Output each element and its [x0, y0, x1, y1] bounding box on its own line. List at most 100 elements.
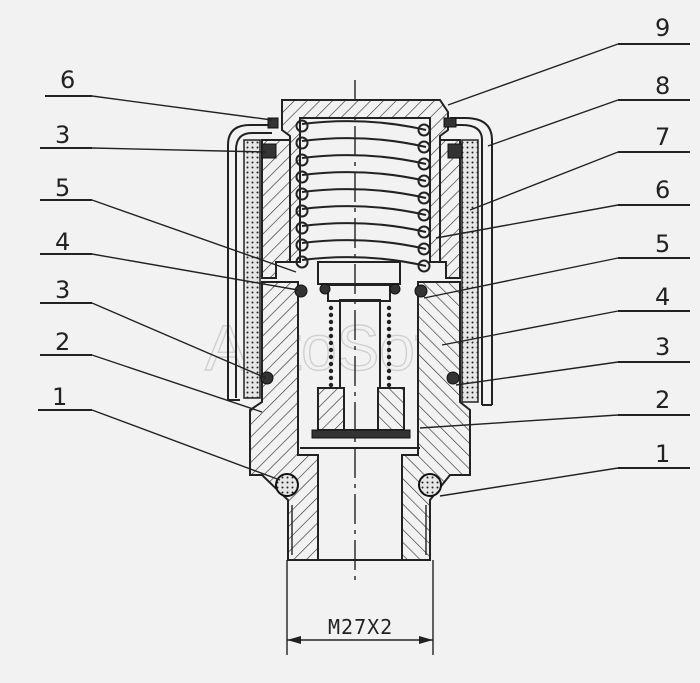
spring-coil [301, 222, 427, 233]
leader-line [439, 467, 619, 497]
label-right-6: 4 [655, 283, 670, 311]
seal-6-left [267, 117, 279, 129]
outer-cover [227, 117, 493, 406]
inner-spring-coil [386, 326, 392, 332]
leader-line [469, 151, 619, 211]
leader-line [455, 361, 619, 386]
leader-line [91, 253, 299, 291]
left-labels: 6 3 5 4 3 2 1 [52, 66, 75, 411]
spring-coil-end [417, 259, 431, 273]
leader-line [441, 310, 619, 346]
spring-coil [301, 154, 427, 165]
leader-line [423, 257, 619, 299]
spring-coil-end [295, 136, 309, 150]
valve-piston [311, 261, 411, 439]
thread-dimension: M27X2 [286, 560, 434, 655]
upper-housing [261, 99, 461, 279]
inner-spring-coil [386, 319, 392, 325]
inner-spring-coil [386, 382, 392, 388]
spring-coil-end [295, 238, 309, 252]
spring-coil-end [295, 204, 309, 218]
spring-coil-end [417, 157, 431, 171]
leader-line [91, 409, 281, 481]
leader-line [91, 199, 297, 273]
label-left-3: 5 [55, 174, 70, 202]
spring-coil [301, 239, 427, 250]
seal-5-left [319, 283, 331, 295]
inner-spring-coil [328, 347, 334, 353]
inner-spring-coil [328, 382, 334, 388]
oring-1-left [275, 473, 299, 497]
inner-spring-coil [386, 368, 392, 374]
inner-spring-coil [328, 375, 334, 381]
leader-line [91, 95, 273, 121]
spring-coil [301, 188, 427, 199]
inner-spring-coil [328, 312, 334, 318]
oring-1-right [418, 473, 442, 497]
spring-coil [301, 137, 427, 148]
inner-spring-coil [386, 312, 392, 318]
label-right-5: 5 [655, 230, 670, 258]
spring-coil [301, 171, 427, 182]
inner-spring-coil [328, 340, 334, 346]
spring-coil-end [417, 140, 431, 154]
leader-line [91, 354, 263, 413]
seal-3-right-bottom [446, 371, 460, 385]
inner-spring-coil [328, 333, 334, 339]
leader-line [419, 414, 619, 429]
leader-line [91, 147, 267, 153]
inner-spring-coil [386, 354, 392, 360]
insulation-right [461, 139, 479, 403]
inner-spring-coil [386, 375, 392, 381]
inner-spring-coil [386, 347, 392, 353]
inner-spring-coil [386, 340, 392, 346]
spring-coil-end [417, 191, 431, 205]
inner-spring-coil [328, 368, 334, 374]
seal-8-right-top [447, 143, 463, 159]
insulation-left [243, 139, 261, 399]
spring-coil-end [295, 255, 309, 269]
inner-spring-coil [328, 319, 334, 325]
spring-coil-end [417, 242, 431, 256]
spring-coil [301, 120, 427, 131]
leader-line [91, 302, 267, 379]
lower-body [249, 281, 471, 561]
label-right-1: 9 [655, 14, 670, 42]
spring-coil-end [295, 170, 309, 184]
spring-coil [301, 256, 427, 267]
inner-spring-coil [386, 361, 392, 367]
label-right-9: 1 [655, 440, 670, 468]
label-left-6: 2 [55, 328, 70, 356]
inner-spring-coil [386, 305, 392, 311]
watermark-text: AutoSoft [205, 312, 451, 384]
label-left-7: 1 [52, 383, 67, 411]
seal-4-left [294, 284, 308, 298]
inner-spring-coil [328, 305, 334, 311]
label-left-1: 6 [60, 66, 75, 94]
spring-coil-end [417, 174, 431, 188]
spring-coil-end [295, 187, 309, 201]
spring-coil-end [417, 225, 431, 239]
inner-spring-coil [328, 354, 334, 360]
inner-springs [328, 305, 392, 388]
seal-3-left-bottom [260, 371, 274, 385]
seal-3-left-top [261, 143, 277, 159]
label-right-3: 7 [655, 123, 670, 151]
inner-spring-coil [328, 326, 334, 332]
inner-spring-coil [386, 333, 392, 339]
label-left-2: 3 [55, 121, 70, 149]
label-left-5: 3 [55, 276, 70, 304]
right-labels: 9 8 7 6 5 4 3 2 1 [655, 14, 670, 468]
spring-coil-end [295, 119, 309, 133]
callout-lines [38, 43, 690, 497]
leader-line [447, 43, 619, 106]
spring-coil-end [417, 208, 431, 222]
spring-coil-end [295, 221, 309, 235]
label-right-7: 3 [655, 333, 670, 361]
label-left-4: 4 [55, 228, 70, 256]
inner-spring-coil [328, 361, 334, 367]
leader-line [435, 204, 619, 239]
label-right-2: 8 [655, 72, 670, 100]
spring-coil-end [295, 153, 309, 167]
